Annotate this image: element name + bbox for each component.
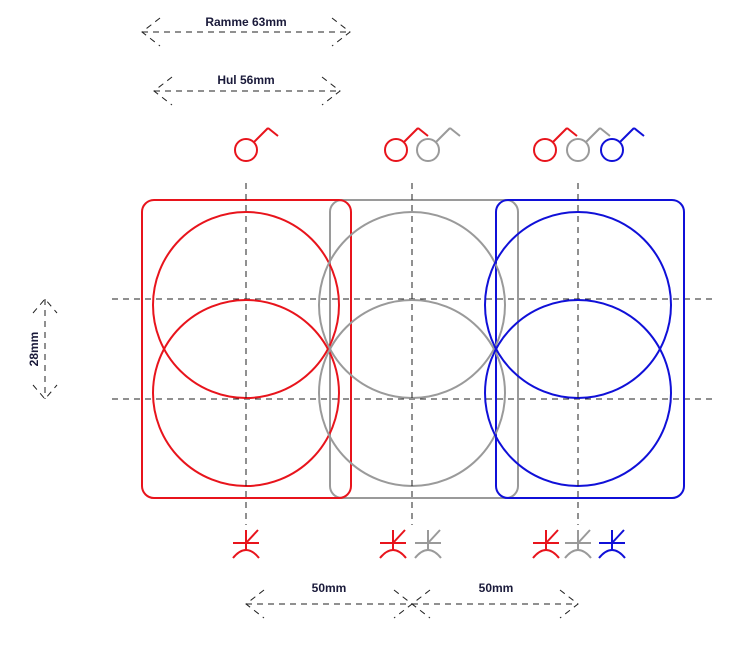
- frame-blue: [495, 199, 685, 499]
- hole-dimension-label: Hul 56mm: [217, 73, 274, 87]
- male-icon-red-1: [234, 127, 279, 162]
- ground-icon-blue-1: [598, 529, 626, 559]
- vertical-dimension: 28mm: [27, 298, 58, 400]
- spacing-left-label: 50mm: [312, 581, 347, 595]
- male-icon-red-3: [533, 127, 578, 162]
- vertical-dimension-label: 28mm: [27, 332, 41, 367]
- hole-dimension: Hul 56mm: [153, 73, 341, 106]
- spacing-right-label: 50mm: [479, 581, 514, 595]
- ground-icon-gray-1: [414, 529, 442, 559]
- male-icon-red-2: [384, 127, 429, 162]
- ground-icon-red-3: [532, 529, 560, 559]
- frame-dimension-label: Ramme 63mm: [205, 15, 286, 29]
- ground-icon-red-1: [232, 529, 260, 559]
- ground-icon-gray-2: [564, 529, 592, 559]
- spacing-dimension-left: 50mm: [245, 581, 413, 619]
- spacing-dimension-right: 50mm: [411, 581, 579, 619]
- frame-dimension: Ramme 63mm: [141, 15, 351, 47]
- frame-gray: [329, 199, 519, 499]
- ground-icon-red-2: [379, 529, 407, 559]
